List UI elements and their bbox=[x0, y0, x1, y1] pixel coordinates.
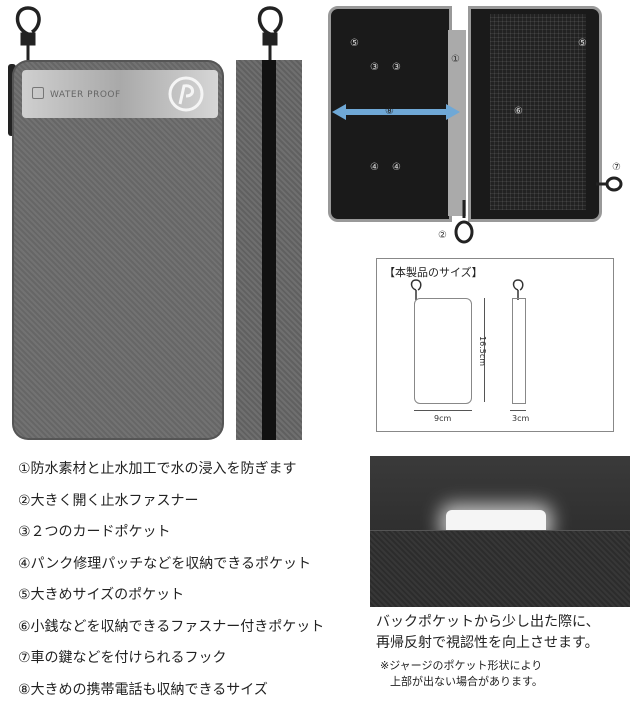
depth-dimension-line bbox=[510, 410, 526, 411]
hook-icon bbox=[8, 4, 48, 68]
brand-logo-icon bbox=[168, 76, 204, 112]
hook-icon bbox=[250, 4, 290, 64]
caption-line: バックポケットから少し出た際に、 bbox=[376, 612, 600, 633]
width-label: 9cm bbox=[434, 414, 451, 423]
size-front-outline bbox=[414, 298, 472, 404]
label-3b: ③ bbox=[392, 62, 401, 73]
width-dimension-line bbox=[414, 410, 472, 411]
feature-item: ④パンク修理パッチなどを収納できるポケット bbox=[18, 549, 324, 581]
hook-icon bbox=[452, 198, 476, 246]
feature-item: ②大きく開く止水ファスナー bbox=[18, 486, 324, 518]
feature-item: ⑤大きめサイズのポケット bbox=[18, 580, 324, 612]
label-5a: ⑤ bbox=[350, 38, 359, 49]
size-title: 【本製品のサイズ】 bbox=[384, 264, 483, 280]
feature-item: ①防水素材と止水加工で水の浸入を防ぎます bbox=[18, 454, 324, 486]
feature-list: ①防水素材と止水加工で水の浸入を防ぎます ②大きく開く止水ファスナー ③２つのカ… bbox=[18, 454, 324, 706]
water-icon bbox=[32, 87, 44, 99]
label-3a: ③ bbox=[370, 62, 379, 73]
height-label: 16.5cm bbox=[478, 336, 487, 366]
photo-note: ※ジャージのポケット形状により 上部が出ない場合があります。 bbox=[380, 658, 543, 690]
mesh-zip-pocket bbox=[490, 14, 586, 210]
jersey-pocket bbox=[370, 530, 630, 607]
size-side-outline bbox=[512, 298, 526, 404]
hook-icon bbox=[594, 172, 624, 196]
photo-caption: バックポケットから少し出た際に、 再帰反射で視認性を向上させます。 bbox=[376, 612, 600, 654]
caption-line: 再帰反射で視認性を向上させます。 bbox=[376, 633, 600, 654]
label-4b: ④ bbox=[392, 162, 401, 173]
feature-item: ⑥小銭などを収納できるファスナー付きポケット bbox=[18, 612, 324, 644]
plate-text: WATER PROOF bbox=[50, 90, 121, 100]
label-5b: ⑤ bbox=[578, 38, 587, 49]
label-8: ⑧ bbox=[385, 106, 394, 117]
depth-label: 3cm bbox=[512, 414, 529, 423]
feature-item: ⑧大きめの携帯電話も収納できるサイズ bbox=[18, 675, 324, 706]
label-6: ⑥ bbox=[514, 106, 523, 117]
feature-item: ③２つのカードポケット bbox=[18, 517, 324, 549]
label-2: ② bbox=[438, 230, 447, 241]
side-zipper-strip bbox=[262, 60, 276, 440]
note-line: 上部が出ない場合があります。 bbox=[380, 674, 543, 690]
double-arrow-icon bbox=[332, 104, 460, 120]
feature-item: ⑦車の鍵などを付けられるフック bbox=[18, 643, 324, 675]
note-line: ※ジャージのポケット形状により bbox=[380, 658, 543, 674]
label-7: ⑦ bbox=[612, 162, 621, 173]
label-1: ① bbox=[451, 54, 460, 65]
label-4a: ④ bbox=[370, 162, 379, 173]
